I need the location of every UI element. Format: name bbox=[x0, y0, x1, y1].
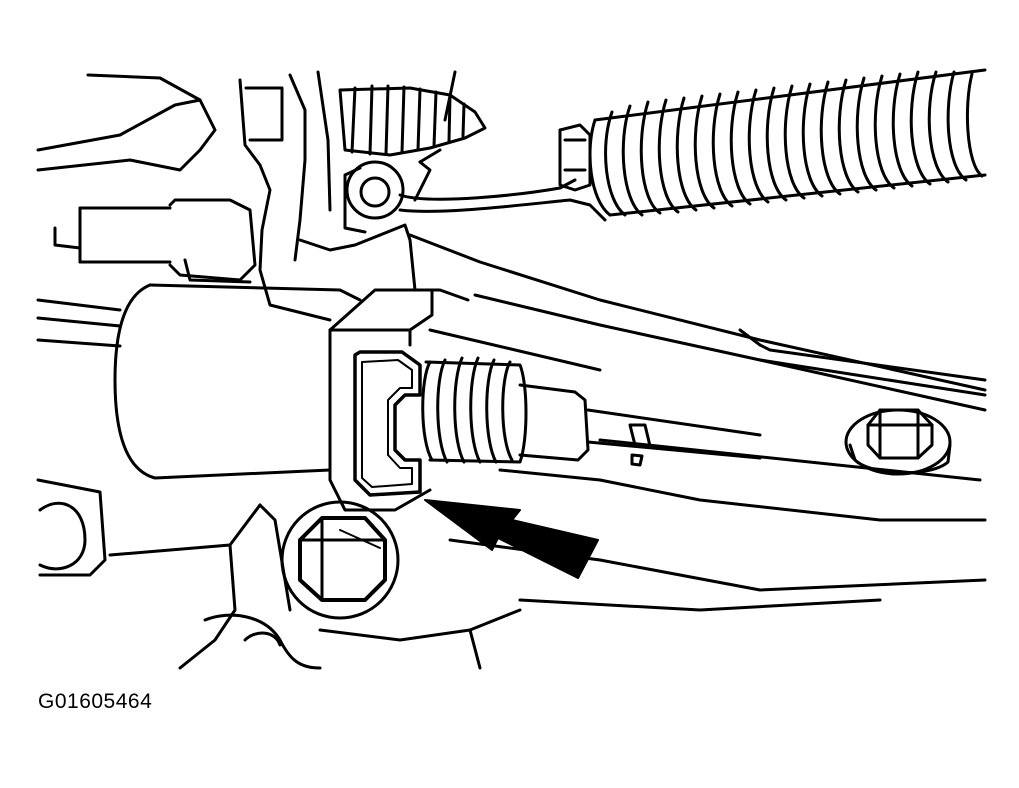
arrow-icon bbox=[424, 499, 599, 579]
figure-id-label: G01605464 bbox=[38, 690, 153, 713]
retaining-clip bbox=[353, 350, 422, 497]
upper-cable-sleeve bbox=[53, 198, 257, 284]
cable-bracket bbox=[328, 288, 470, 512]
adjuster-housing bbox=[113, 283, 362, 480]
brake-cable bbox=[518, 328, 987, 467]
coil-spring bbox=[558, 68, 987, 217]
lower-hex-bolt bbox=[280, 500, 400, 620]
cone-stud bbox=[338, 84, 487, 157]
cable-hook bbox=[298, 70, 607, 292]
right-hex-bolt bbox=[844, 408, 952, 476]
threaded-cable-end bbox=[421, 356, 528, 464]
